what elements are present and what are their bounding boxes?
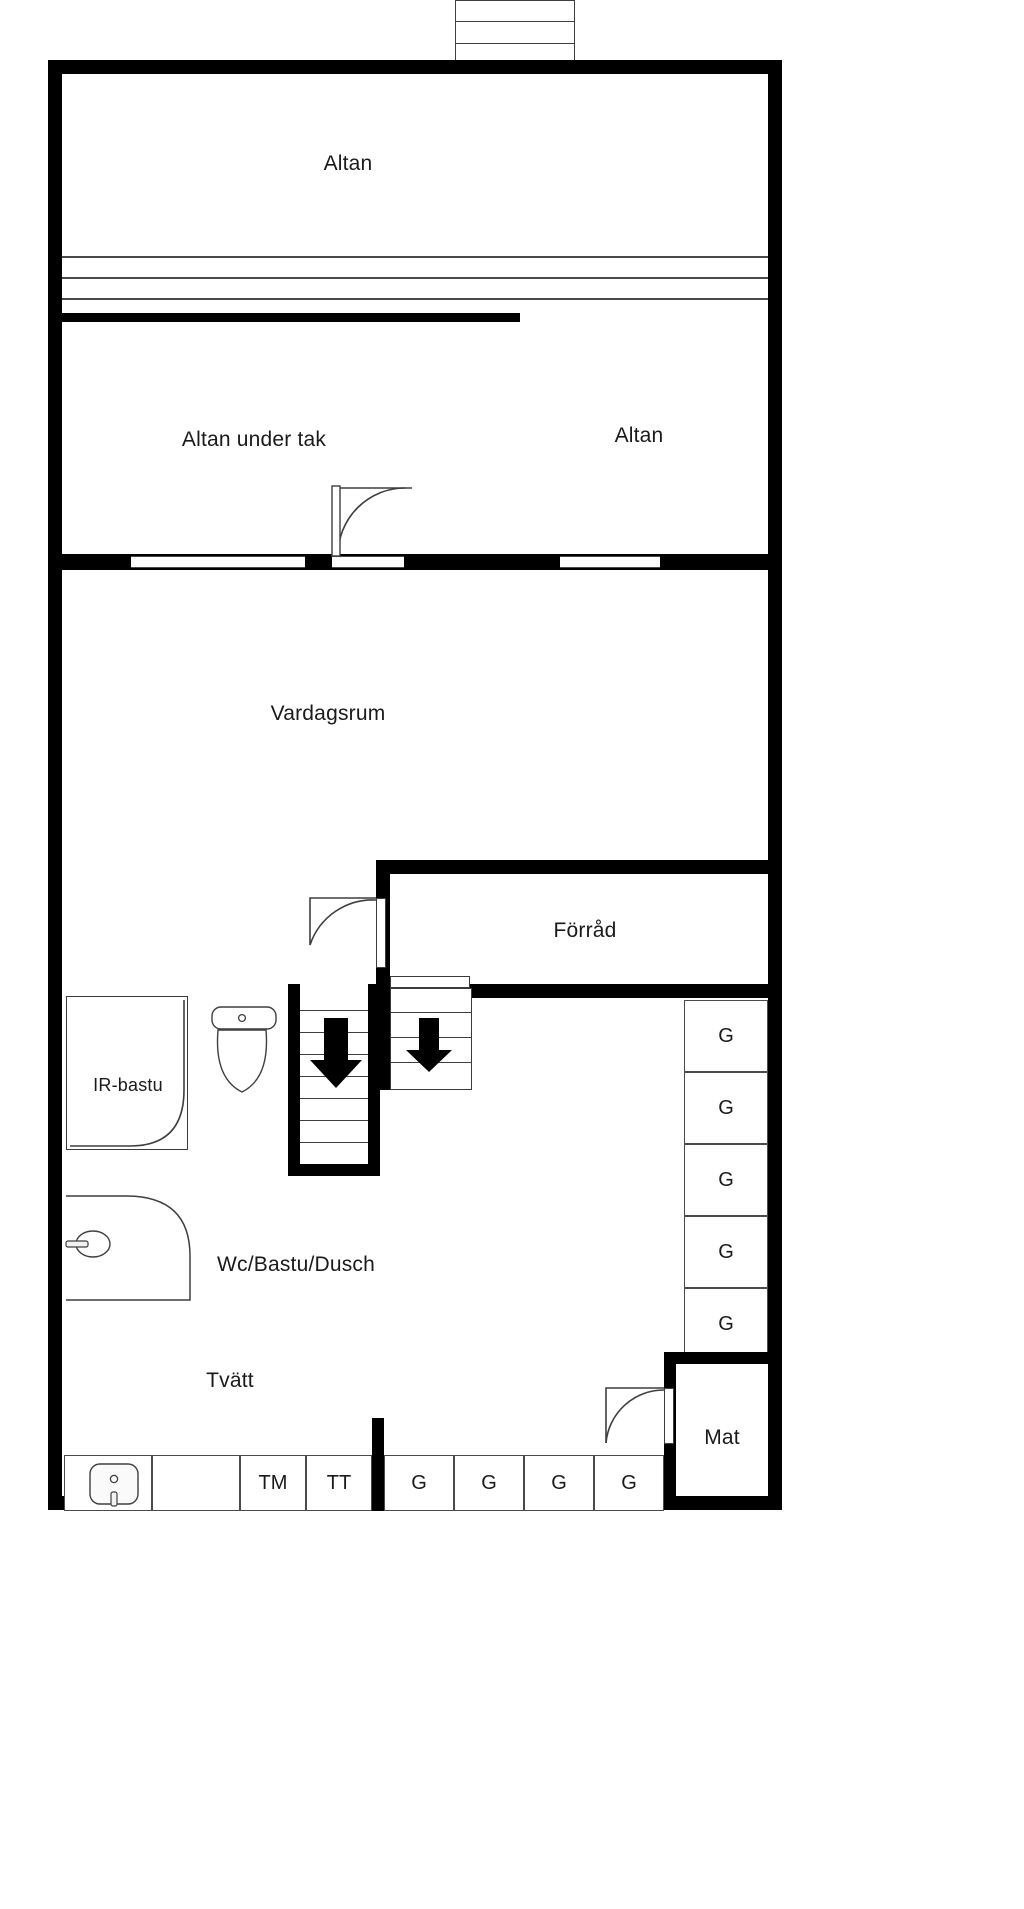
deck-railing-line-3 xyxy=(62,298,768,300)
deck-divider-wall xyxy=(62,313,520,322)
stair-right-outline xyxy=(390,988,472,1090)
stair-left-wall-right xyxy=(368,984,380,1176)
deck-railing-line-2 xyxy=(62,277,768,279)
stair-right-tread-1 xyxy=(390,1012,472,1013)
stair-left-tread-3 xyxy=(300,1054,368,1055)
room-label-mat: Mat xyxy=(704,1426,740,1449)
stair-right-tread-2 xyxy=(390,1037,472,1038)
stair-left-tread-7 xyxy=(300,1142,368,1143)
room-label-altan-right: Altan xyxy=(614,424,664,447)
stair-left-tread-1 xyxy=(300,1010,368,1011)
room-label-ir-bastu: IR-bastu xyxy=(93,1075,163,1095)
door-leaf-mat xyxy=(664,1388,674,1444)
shower-icon xyxy=(65,1195,191,1301)
bottom-cabinet-cell-1[interactable] xyxy=(64,1455,152,1511)
stair-left-tread-6 xyxy=(300,1120,368,1121)
right-cabinet-cell-4[interactable]: G xyxy=(684,1216,768,1288)
room-label-wc-bastu-dusch: Wc/Bastu/Dusch xyxy=(216,1253,376,1276)
bottom-cabinet-cell-g4[interactable]: G xyxy=(594,1455,664,1511)
stair-right-wall-left xyxy=(378,984,390,1090)
stair-left-tread-2 xyxy=(300,1032,368,1033)
patio-door-line-left-b xyxy=(131,567,305,568)
patio-door-opening-right xyxy=(560,556,660,568)
room-label-vardagsrum: Vardagsrum xyxy=(270,702,386,725)
washbasin-icon xyxy=(211,1006,277,1030)
outdoor-stair-tread-1 xyxy=(456,21,574,22)
door-swing-altan xyxy=(331,485,412,557)
bottom-cabinet-cell-2[interactable] xyxy=(152,1455,240,1511)
door-leaf-forrad xyxy=(376,898,386,968)
patio-door-opening-left xyxy=(131,556,305,568)
patio-door-line-mid xyxy=(332,556,404,557)
bottom-cabinet-cell-g3[interactable]: G xyxy=(524,1455,594,1511)
right-cabinet-cell-3[interactable]: G xyxy=(684,1144,768,1216)
forrad-wall-bottom xyxy=(390,984,768,998)
mat-wall-top xyxy=(664,1352,772,1364)
exterior-wall-left xyxy=(48,60,62,1510)
stair-right-tread-3 xyxy=(390,1062,472,1063)
room-label-altan-top: Altan xyxy=(323,152,373,175)
room-label-tvatt: Tvätt xyxy=(206,1369,254,1392)
deck-railing-line-1 xyxy=(62,256,768,258)
stair-left-tread-4 xyxy=(300,1076,368,1077)
outdoor-stair-tread-2 xyxy=(456,43,574,44)
stair-left-wall-left xyxy=(288,984,300,1176)
exterior-wall-top xyxy=(48,60,782,74)
patio-door-line-mid-b xyxy=(332,567,404,568)
ir-bastu-cabin xyxy=(66,996,188,1150)
patio-door-opening-mid xyxy=(332,556,404,568)
bottom-cabinet-cell-g1[interactable]: G xyxy=(384,1455,454,1511)
patio-door-line-right-b xyxy=(560,567,660,568)
patio-door-line-left xyxy=(131,556,305,557)
forrad-wall-top xyxy=(376,860,768,874)
toilet-icon xyxy=(216,1029,268,1093)
stair-left-wall-bottom xyxy=(288,1164,380,1176)
bottom-cabinet-cell-g2[interactable]: G xyxy=(454,1455,524,1511)
bottom-cabinet-cell-tm[interactable]: TM xyxy=(240,1455,306,1511)
door-swing-forrad xyxy=(309,897,377,946)
right-cabinet-cell-1[interactable]: G xyxy=(684,1000,768,1072)
stair-right-landing xyxy=(390,976,470,988)
door-swing-mat xyxy=(605,1387,665,1444)
room-label-altan-under-tak: Altan under tak xyxy=(181,428,327,451)
outdoor-stair-block xyxy=(455,0,575,64)
stair-left-tread-5 xyxy=(300,1098,368,1099)
bottom-cabinet-cell-tt[interactable]: TT xyxy=(306,1455,372,1511)
bottom-stub-wall xyxy=(372,1418,384,1511)
right-cabinet-cell-5[interactable]: G xyxy=(684,1288,768,1360)
room-label-forrad: Förråd xyxy=(553,919,617,942)
right-cabinet-cell-2[interactable]: G xyxy=(684,1072,768,1144)
patio-door-line-right xyxy=(560,556,660,557)
exterior-wall-right xyxy=(768,60,782,1510)
